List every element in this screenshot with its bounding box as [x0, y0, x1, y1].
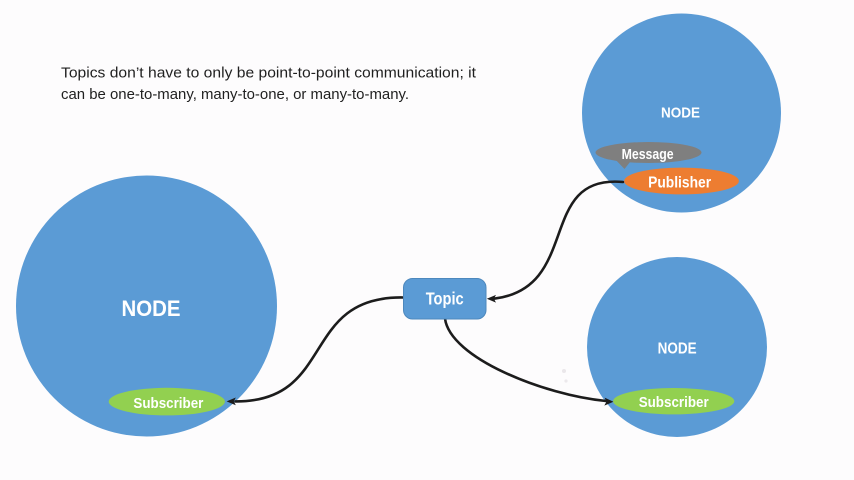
svg-text:Message: Message — [622, 146, 674, 163]
svg-text:NODE: NODE — [661, 104, 700, 121]
svg-text:NODE: NODE — [658, 340, 697, 357]
svg-text:Subscriber: Subscriber — [639, 394, 709, 411]
svg-text:can be one-to-many, many-to-on: can be one-to-many, many-to-one, or many… — [61, 86, 409, 103]
svg-text:Publisher: Publisher — [648, 175, 711, 192]
svg-text:Topic: Topic — [426, 288, 464, 308]
svg-text:Topics don’t have to only be p: Topics don’t have to only be point-to-po… — [61, 65, 477, 82]
svg-text:Subscriber: Subscriber — [133, 395, 203, 412]
svg-text:NODE: NODE — [122, 296, 181, 321]
